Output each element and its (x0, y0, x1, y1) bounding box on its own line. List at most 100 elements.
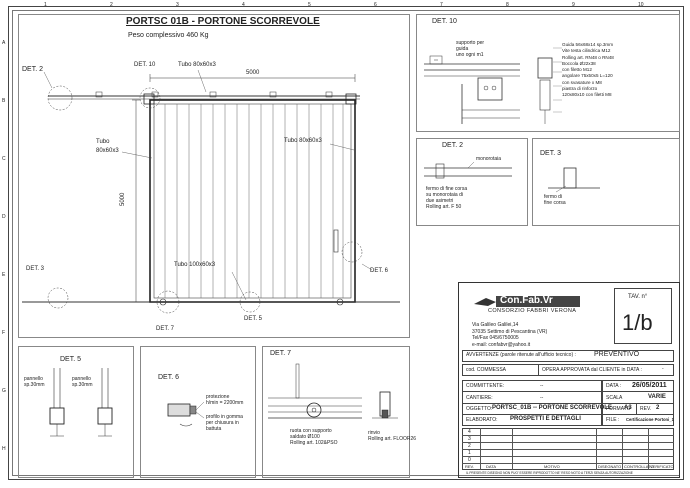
rev-row-line (462, 449, 674, 450)
data-label: DATA : (606, 383, 622, 389)
det2-title: DET. 2 (442, 142, 464, 149)
tav-box (614, 288, 672, 344)
rev-row-line (462, 456, 674, 457)
rev-row-number: 0 (468, 457, 471, 463)
det10-note: Boccola Ø22x38 (562, 60, 596, 66)
tube-right-label: Tubo 80x60x3 (284, 138, 322, 144)
det2-rail-label: monorotaia (476, 156, 502, 162)
det10-support-label: supporto per guida uno ogni m1 (456, 40, 485, 58)
cantiere-value: -- (540, 395, 544, 401)
det5-panel (18, 346, 134, 478)
rev-row-number: 1 (468, 450, 471, 456)
det5-title: DET. 5 (60, 356, 82, 363)
sheet-frame (8, 6, 684, 480)
det6-note-bottom: profilo in gomma per chiusura in battuta (206, 414, 243, 432)
rev-header: CONTROLLATO (624, 464, 654, 469)
det10-callout: DET. 10 (134, 62, 156, 68)
rev-header: VERIFICATO (650, 464, 674, 469)
frame-number: 10 (638, 2, 644, 8)
frame-letter: H (2, 446, 6, 452)
det3-callout: DET. 3 (26, 266, 45, 272)
oggetto-label: OGGETTO: (466, 406, 493, 412)
det10-note: Rolling art. RN48 o RN48 (562, 54, 614, 60)
drawing-title: PORTSC 01B - PORTONE SCORREVOLE (126, 16, 320, 27)
frame-letter: B (2, 98, 6, 104)
rev-col-line (512, 428, 513, 470)
formato-label: FORMATO (606, 406, 631, 412)
rev-value: 2 (656, 405, 660, 411)
tav-label: TAV. n° (628, 294, 648, 300)
scala-value: VARIE (648, 394, 666, 400)
committente-label: COMMITTENTE: (466, 383, 505, 389)
frame-number: 8 (506, 2, 509, 8)
frame-letter: D (2, 214, 6, 220)
rev-col-line (648, 428, 649, 470)
tube-top-label: Tubo 80x60x3 (178, 62, 216, 68)
address-line: 37035 Settimo di Pescantina (VR) (472, 328, 548, 335)
committente-value: -- (540, 383, 544, 389)
det3-note: fermo di fine corsa (544, 194, 566, 206)
commessa-row (462, 364, 674, 376)
oggetto-value: PORTSC_01B -- PORTONE SCORREVOLE (492, 405, 612, 411)
logo-subtitle: CONSORZIO FABBRI VERONA (488, 308, 577, 314)
commessa-divider (538, 364, 539, 376)
det6-title: DET. 6 (158, 374, 180, 381)
address-line: e-mail: confabvr@yahoo.it (472, 341, 531, 348)
det10-note: con svasature x M8 (562, 79, 602, 85)
det10-title: DET. 10 (432, 18, 457, 25)
data-value: 26/05/2011 (632, 382, 667, 389)
grid-line (462, 414, 674, 415)
det6-note-top: protezione h/min = 2200mm (206, 394, 244, 406)
cantiere-label: CANTIERE: (466, 395, 493, 401)
formato-value: A3 (624, 405, 632, 411)
frame-number: 7 (440, 2, 443, 8)
det5-left-label: pannello sp.30mm (24, 376, 45, 388)
cod-commessa-label: cod. COMMESSA (466, 367, 507, 373)
tube-left-label: Tubo 80x60x3 (96, 139, 119, 154)
frame-number: 2 (110, 2, 113, 8)
scala-label: SCALA (606, 395, 623, 401)
grid-line (462, 391, 674, 392)
det7-wheel-note: ruota con supporto saldato Ø100 Rolling … (290, 428, 338, 446)
logo-text: Con.Fab.Vr (500, 295, 553, 306)
det5-right-label: pannello sp.30mm (72, 376, 93, 388)
rev-row-line (462, 463, 674, 464)
det10-note: piastra di rinforzo (562, 86, 598, 92)
frame-letter: A (2, 40, 6, 46)
det7-title: DET. 7 (270, 350, 292, 357)
grid-line (636, 403, 637, 414)
det5-callout: DET. 5 (244, 316, 263, 322)
det10-notes: Guida 56x68x14 sp.3mm Vite testa cilindr… (562, 42, 614, 99)
frame-number: 1 (44, 2, 47, 8)
det7-callout: DET. 7 (156, 326, 175, 332)
det3-panel (532, 138, 680, 226)
det3-title: DET. 3 (540, 150, 562, 157)
main-elevation-panel (18, 14, 410, 338)
frame-letter: C (2, 156, 6, 162)
frame-number: 9 (572, 2, 575, 8)
elaborato-label: ELABORATO: (466, 417, 498, 423)
frame-letter: F (2, 330, 6, 336)
frame-number: 3 (176, 2, 179, 8)
rev-col-line (596, 428, 597, 470)
sheet-inner-frame (12, 10, 680, 476)
file-value: Certificazione Portoni_1 (626, 417, 674, 422)
rev-row-number: 2 (468, 443, 471, 449)
det7-panel (262, 346, 410, 478)
notice-row (462, 350, 674, 362)
elaborato-value: PROSPETTI E DETTAGLI (510, 416, 581, 422)
frame-number: 6 (374, 2, 377, 8)
rev-row-number: 4 (468, 429, 471, 435)
address-line: Via Galileo Galilei,14 (472, 322, 519, 328)
det2-note: fermo di fine corsa su monorotaia di due… (426, 186, 468, 210)
tube-bottom-label: Tubo 100x60x3 (174, 262, 216, 268)
notice-value: PREVENTIVO (594, 351, 640, 358)
frame-letter: G (2, 388, 6, 394)
grid-line (462, 403, 674, 404)
frame-number: 4 (242, 2, 245, 8)
opera-label: OPERA APPROVATA dal CLIENTE in DATA : (542, 367, 642, 373)
